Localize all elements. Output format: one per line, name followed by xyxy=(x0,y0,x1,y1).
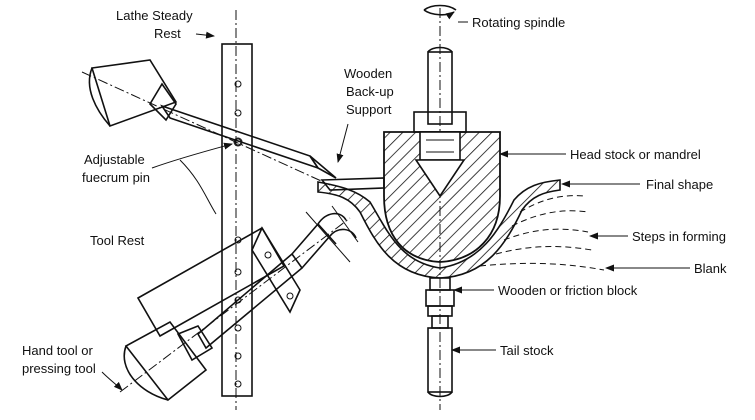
hand-pressing-tool xyxy=(119,205,359,402)
label-head-stock: Head stock or mandrel xyxy=(570,147,701,162)
label-blank: Blank xyxy=(694,261,727,276)
label-hand-tool-line2: pressing tool xyxy=(22,361,96,376)
label-lathe-steady-rest-line1: Lathe Steady xyxy=(116,8,193,23)
label-adjustable-pin-line2: fuecrum pin xyxy=(82,170,150,185)
label-adjustable-pin-line1: Adjustable xyxy=(84,152,145,167)
label-lathe-steady-rest-line2: Rest xyxy=(154,26,181,41)
final-shape-sheet xyxy=(317,179,561,279)
label-tail-stock: Tail stock xyxy=(500,343,554,358)
labels: Lathe Steady Rest Wooden Back-up Support… xyxy=(22,8,727,376)
steps-in-forming-curves xyxy=(479,195,605,271)
label-hand-tool-line1: Hand tool or xyxy=(22,343,93,358)
label-final-shape: Final shape xyxy=(646,177,713,192)
label-steps-in-forming: Steps in forming xyxy=(632,229,726,244)
head-stock-mandrel xyxy=(383,131,501,263)
tail-stock xyxy=(427,315,453,398)
label-wooden-backup-line2: Back-up xyxy=(346,84,394,99)
tool-rest xyxy=(136,226,301,338)
label-wooden-backup-line3: Support xyxy=(346,102,392,117)
leader-lines xyxy=(101,21,690,391)
label-tool-rest: Tool Rest xyxy=(90,233,145,248)
label-wooden-backup-line1: Wooden xyxy=(344,66,392,81)
label-wooden-friction-block: Wooden or friction block xyxy=(498,283,638,298)
lathe-steady-rest xyxy=(221,10,253,410)
upper-tool xyxy=(81,59,337,186)
label-rotating-spindle: Rotating spindle xyxy=(472,15,565,30)
